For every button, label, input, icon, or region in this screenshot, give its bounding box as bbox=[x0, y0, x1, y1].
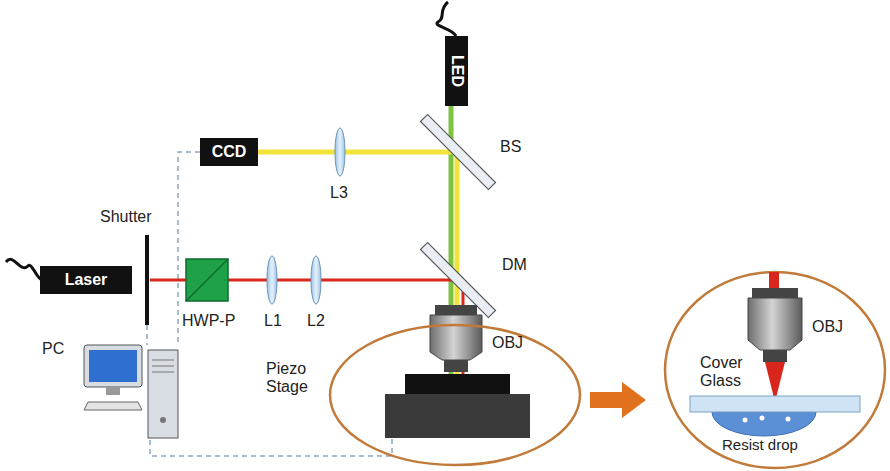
component-label: Resist drop bbox=[722, 436, 798, 453]
node-label: CCD bbox=[212, 143, 247, 161]
dichroic-mirror bbox=[421, 243, 496, 318]
objective-tip bbox=[444, 360, 468, 372]
laser-cable bbox=[6, 259, 42, 280]
node-label: Laser bbox=[65, 271, 108, 289]
beam-splitter bbox=[421, 115, 496, 190]
component-label: Piezo Stage bbox=[266, 360, 322, 397]
component-label: DM bbox=[502, 256, 527, 274]
component-label: OBJ bbox=[492, 334, 523, 352]
imaging-beam bbox=[258, 150, 457, 155]
component-label: OBJ bbox=[812, 318, 843, 336]
lens-label: L3 bbox=[330, 184, 348, 202]
resist-dot bbox=[743, 418, 748, 423]
lens-symbol bbox=[335, 128, 345, 176]
zoom-ellipse bbox=[330, 325, 580, 465]
ccd-camera: CCD bbox=[200, 138, 258, 166]
computer-icon bbox=[84, 345, 178, 438]
objective-cap bbox=[435, 305, 477, 315]
inset-ellipse bbox=[665, 272, 885, 468]
led-source: LED bbox=[445, 36, 468, 106]
stage-base bbox=[385, 394, 530, 438]
polarizer-cube bbox=[186, 259, 228, 301]
shutter-blade bbox=[145, 235, 149, 325]
lens-label: L1 bbox=[264, 312, 282, 330]
component-label: Shutter bbox=[100, 208, 152, 226]
cover-glass bbox=[690, 396, 860, 412]
resist-dot bbox=[760, 416, 765, 421]
polarizer-diagonal bbox=[186, 259, 228, 301]
component-label: BS bbox=[500, 138, 521, 156]
objective-body bbox=[430, 315, 482, 360]
resist-drop bbox=[712, 412, 816, 436]
inset-laser-beam bbox=[769, 272, 779, 288]
inset-objective-body bbox=[748, 298, 802, 350]
inset-objective-tip bbox=[763, 350, 787, 362]
lens-symbol bbox=[267, 256, 277, 304]
component-label: PC bbox=[42, 340, 64, 358]
led-cable bbox=[437, 2, 456, 36]
laser-source: Laser bbox=[40, 266, 132, 294]
lens-label: L2 bbox=[307, 312, 325, 330]
component-label: HWP-P bbox=[182, 312, 235, 330]
inset-objective-cap bbox=[752, 288, 798, 298]
control-wire bbox=[146, 325, 148, 345]
stage-plate bbox=[405, 374, 510, 394]
node-label: LED bbox=[448, 55, 466, 87]
zoom-arrow bbox=[590, 382, 646, 418]
lens-symbol bbox=[311, 256, 321, 304]
component-label: Cover Glass bbox=[700, 354, 750, 391]
resist-dot bbox=[786, 417, 791, 422]
